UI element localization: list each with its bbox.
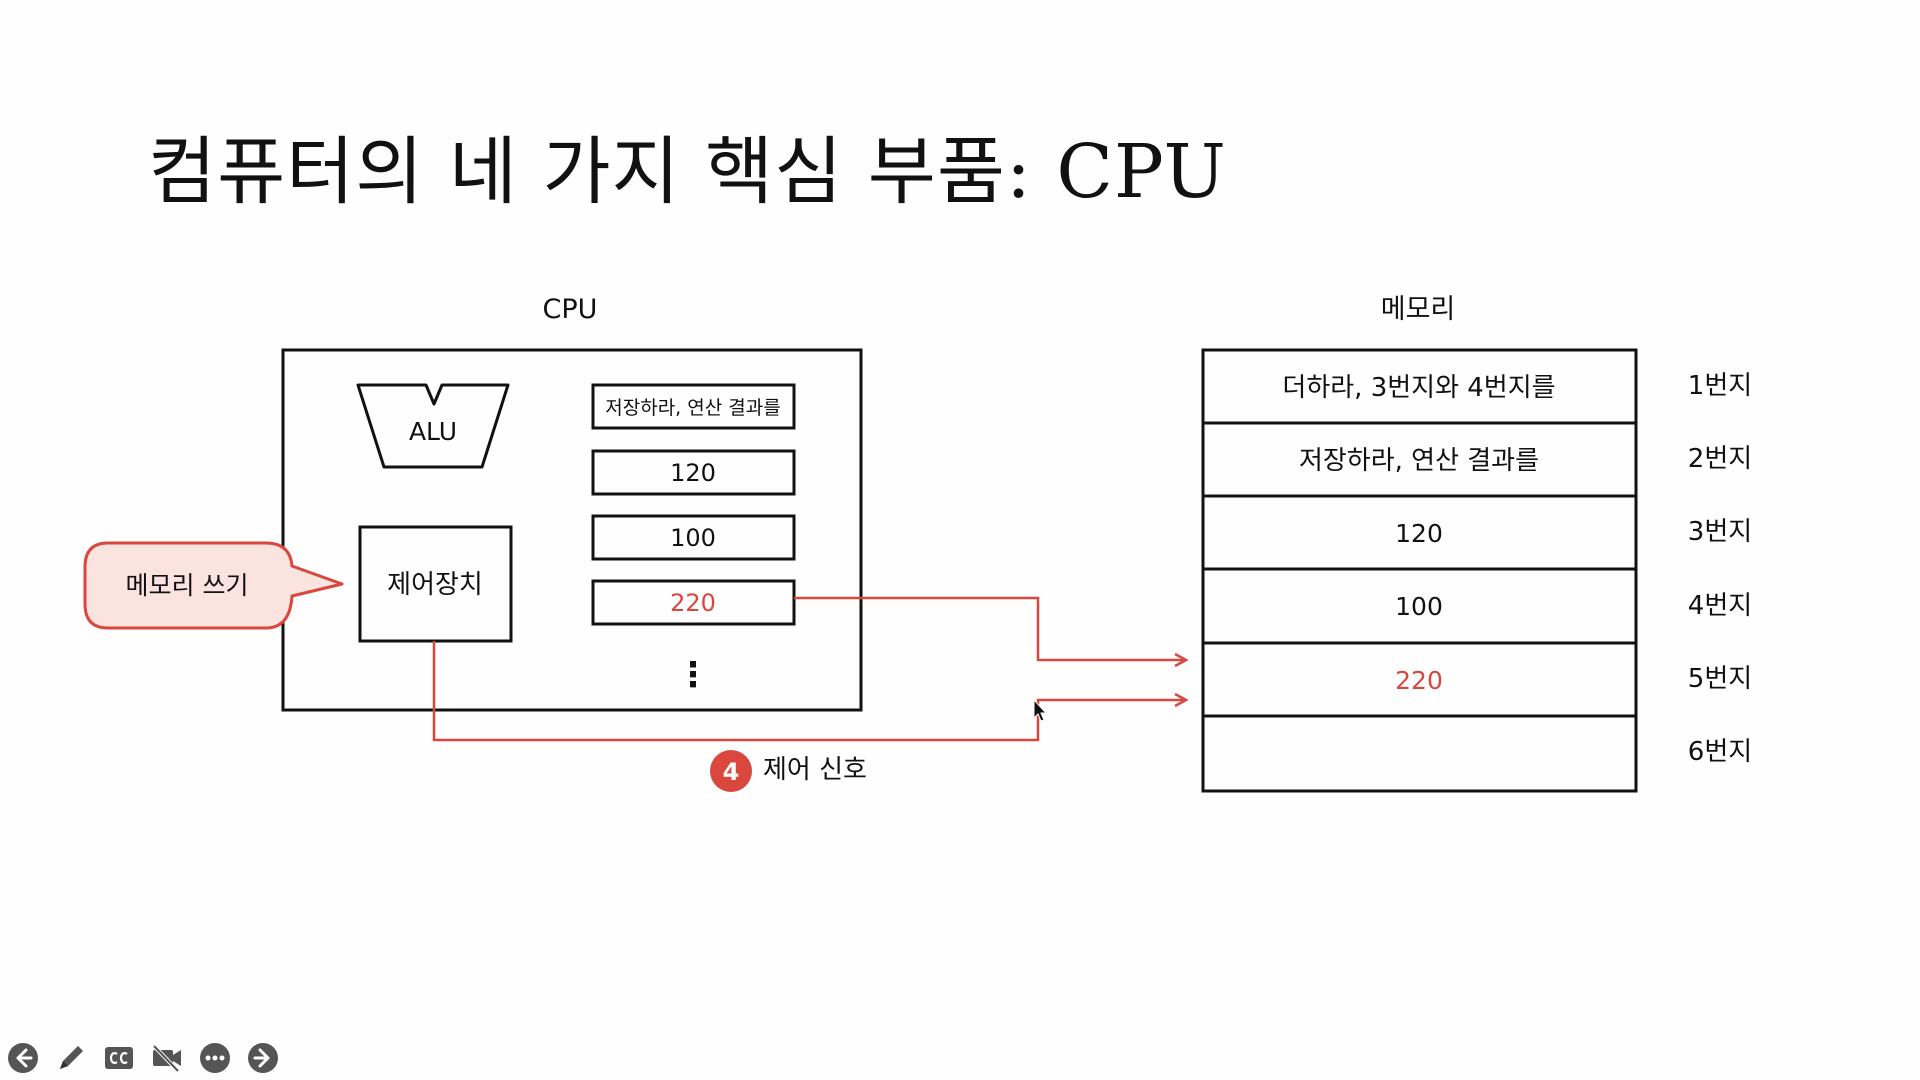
step-number-badge xyxy=(710,750,752,792)
register-value: 저장하라, 연산 결과를 xyxy=(605,397,780,419)
cpu-label: CPU xyxy=(543,294,598,325)
captions-button[interactable] xyxy=(100,1039,138,1077)
memory-address: 6번지 xyxy=(1688,737,1752,767)
step-number: 4 xyxy=(723,758,740,786)
register-box xyxy=(591,579,796,626)
arrow-left-icon xyxy=(8,1043,38,1073)
arrow-right-icon xyxy=(248,1043,278,1073)
control-signal-label: 제어 신호 xyxy=(763,755,867,785)
cc-icon xyxy=(105,1047,133,1069)
memory-table: 더하라, 3번지와 4번지를 저장하라, 연산 결과를 120 100 220 xyxy=(1201,348,1638,793)
register-box xyxy=(591,449,796,496)
register-list: 저장하라, 연산 결과를 120 100 220 ⋮ xyxy=(591,383,796,695)
memory-cell-value: 더하라, 3번지와 4번지를 xyxy=(1282,373,1555,403)
control-unit-label: 제어장치 xyxy=(387,570,483,600)
slide-title: 컴퓨터의 네 가지 핵심 부품: CPU xyxy=(148,129,1227,215)
memory-cell-value-highlighted: 220 xyxy=(1395,666,1443,695)
control-unit-box xyxy=(358,525,513,643)
memory-address: 5번지 xyxy=(1688,664,1752,694)
camera-toggle-button[interactable] xyxy=(148,1039,186,1077)
register-box xyxy=(591,383,796,430)
memory-cell-value: 120 xyxy=(1395,519,1443,548)
alu-shape xyxy=(356,383,510,469)
memory-address: 3번지 xyxy=(1688,517,1752,547)
register-box xyxy=(591,514,796,561)
register-value: 100 xyxy=(670,524,716,552)
memory-addresses: 1번지 2번지 3번지 4번지 5번지 6번지 xyxy=(1688,371,1752,767)
control-signal-arrow xyxy=(432,641,1186,742)
memory-address: 4번지 xyxy=(1688,591,1752,621)
pen-icon xyxy=(60,1046,83,1069)
callout-text: 메모리 쓰기 xyxy=(126,571,249,600)
more-options-button[interactable] xyxy=(196,1039,234,1077)
next-slide-button[interactable] xyxy=(244,1039,282,1077)
data-path-arrow xyxy=(794,596,1186,660)
register-ellipsis: ⋮ xyxy=(676,655,710,695)
mouse-cursor-icon xyxy=(1033,698,1048,722)
memory-label: 메모리 xyxy=(1381,294,1456,325)
video-off-icon xyxy=(152,1044,181,1073)
memory-write-callout xyxy=(83,541,344,630)
alu-label: ALU xyxy=(409,417,457,446)
presentation-toolbar xyxy=(4,1038,282,1078)
memory-address: 1번지 xyxy=(1688,371,1752,401)
memory-address: 2번지 xyxy=(1688,444,1752,474)
previous-slide-button[interactable] xyxy=(4,1039,42,1077)
register-value: 120 xyxy=(670,459,716,487)
register-value-highlighted: 220 xyxy=(670,589,716,617)
memory-cell-value: 저장하라, 연산 결과를 xyxy=(1299,446,1539,476)
cpu-box xyxy=(281,348,863,712)
more-icon xyxy=(200,1043,230,1073)
pen-tool-button[interactable] xyxy=(52,1039,90,1077)
memory-cell-value: 100 xyxy=(1395,592,1443,621)
